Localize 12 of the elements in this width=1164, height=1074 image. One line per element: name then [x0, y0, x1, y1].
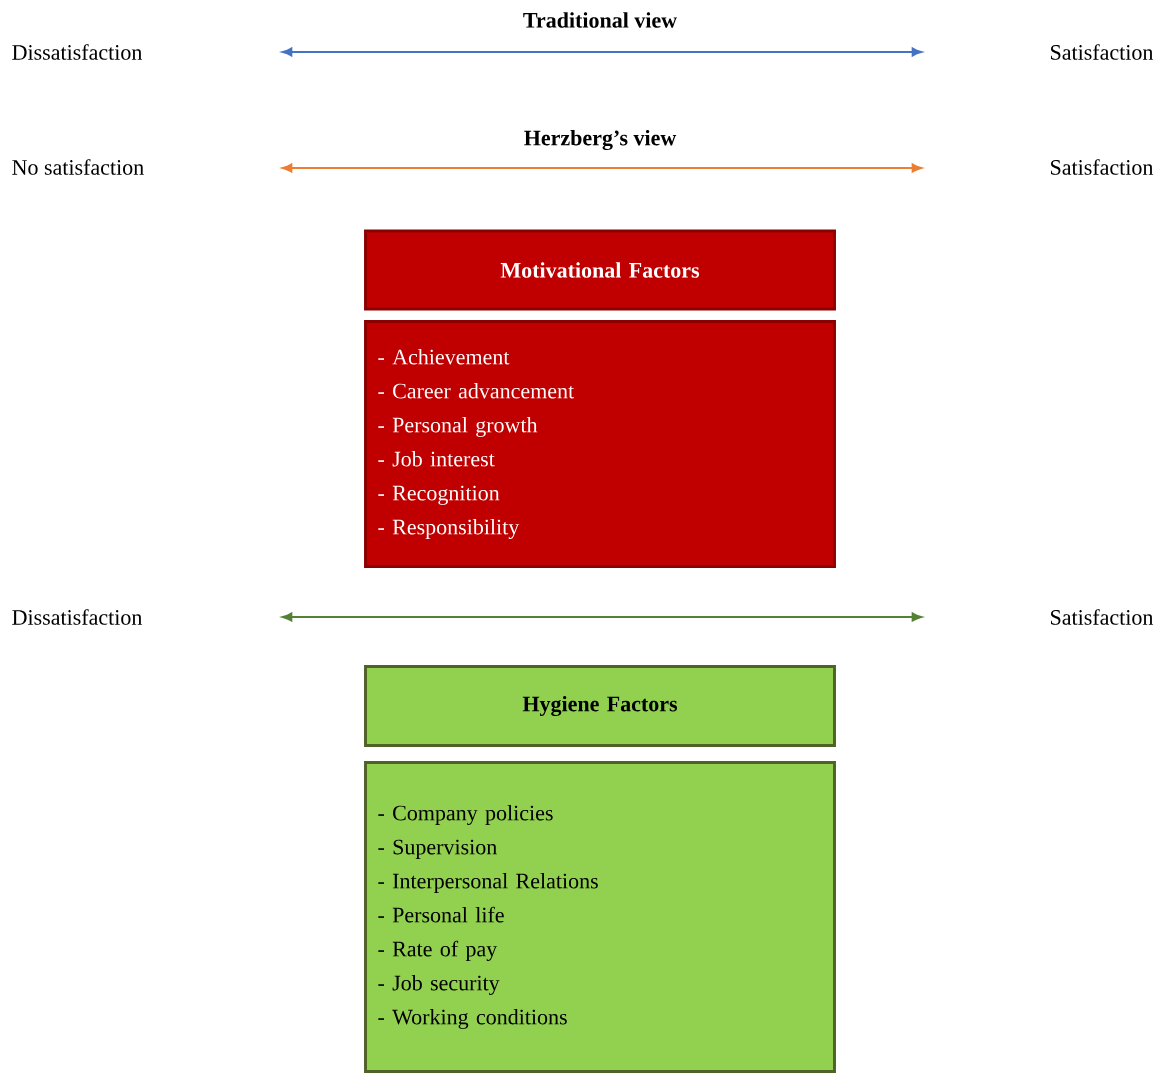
factor-list-box: - Company policies - Supervision - Interpersonal Relations - Personal life - Rate of pay - Job security - Working conditions: [364, 761, 836, 1073]
factor-heading-box: Motivational Factors: [364, 229, 836, 311]
scale-end-label: Satisfaction: [1051, 159, 1154, 175]
scale-end-label: Dissatisfaction: [12, 609, 143, 625]
scale-title: Traditional view: [523, 12, 677, 28]
scale-end-label: Dissatisfaction: [12, 44, 143, 60]
scale-end-label: No satisfaction: [12, 159, 144, 175]
scale-title: Herzberg’s view: [524, 129, 677, 151]
scale-end-label: Satisfaction: [1051, 44, 1154, 60]
factor-list-box: - Achievement - Career advancement - Personal growth - Job interest - Recognition - Responsibility: [364, 320, 836, 568]
scale-end-label: Satisfaction: [1051, 609, 1154, 625]
factor-heading-box: Hygiene Factors: [364, 665, 836, 747]
